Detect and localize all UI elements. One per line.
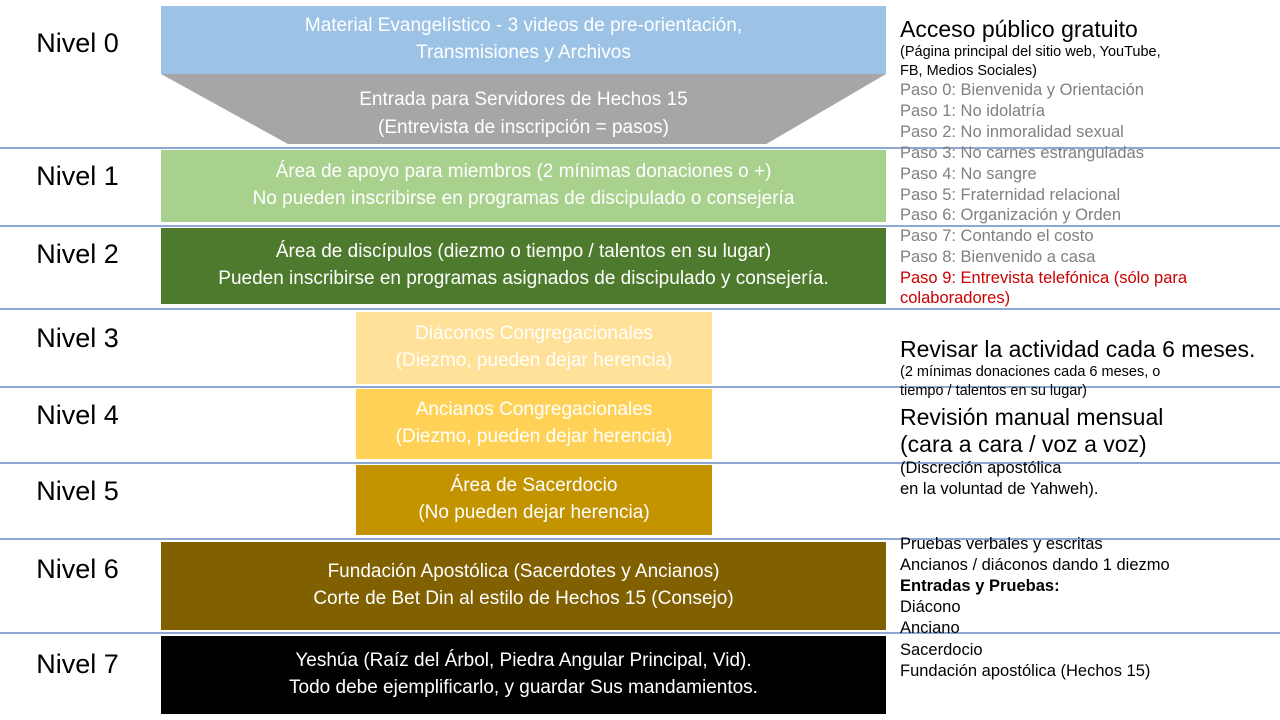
access-sub-line-2: FB, Medios Sociales) (900, 62, 1037, 79)
entries-item-1: Anciano (900, 619, 960, 638)
level-bar-1: Área de apoyo para miembros (2 mínimas d… (161, 150, 886, 222)
step-item-0: Paso 0: Bienvenida y Orientación (900, 81, 1144, 100)
step-item-5: Paso 5: Fraternidad relacional (900, 185, 1121, 204)
level-bar-1-line-2: No pueden inscribirse en programas de di… (252, 188, 795, 209)
step-item-8: Paso 8: Bienvenido a casa (900, 248, 1096, 267)
funnel-line-2: (Entrevista de inscripción = pasos) (378, 116, 669, 138)
proofs-line-1: Pruebas verbales y escritas (900, 535, 1103, 553)
level-bar-7-line-2: Todo debe ejemplificarlo, y guardar Sus … (289, 677, 758, 698)
level-bar-0: Material Evangelístico - 3 videos de pre… (161, 6, 886, 74)
level-label-2: Nivel 2 (36, 239, 119, 269)
step-item-9-line-1: Paso 9: Entrevista telefónica (sólo para (900, 268, 1188, 287)
level-bar-2-line-2: Pueden inscribirse en programas asignado… (218, 268, 829, 289)
entries-heading: Entradas y Pruebas: (900, 577, 1060, 596)
step-item-7: Paso 7: Contando el costo (900, 227, 1094, 246)
proofs-block: Pruebas verbales y escritas Ancianos / d… (900, 534, 1280, 682)
step-item-2: Paso 2: No inmoralidad sexual (900, 122, 1124, 141)
step-item-4: Paso 4: No sangre (900, 164, 1037, 183)
funnel-entry-shape: Entrada para Servidores de Hechos 15 (En… (161, 74, 886, 144)
level-bar-4: Ancianos Congregacionales (Diezmo, puede… (356, 389, 712, 459)
level-bar-7-line-1: Yeshúa (Raíz del Árbol, Piedra Angular P… (295, 650, 752, 672)
manual-review-heading-line-1: Revisión manual mensual (900, 404, 1164, 430)
separator-rule-3 (0, 386, 1280, 388)
level-bar-7: Yeshúa (Raíz del Árbol, Piedra Angular P… (161, 636, 886, 714)
review-block: Revisar la actividad cada 6 meses. (2 mí… (900, 336, 1280, 400)
level-bar-3: Diáconos Congregacionales (Diezmo, puede… (356, 312, 712, 384)
level-bar-5-line-2: (No pueden dejar herencia) (418, 502, 650, 523)
review-sub-line-1: (2 mínimas donaciones cada 6 meses, o (900, 364, 1161, 381)
level-bar-0-line-2: Transmisiones y Archivos (416, 42, 631, 63)
level-label-3: Nivel 3 (36, 323, 119, 353)
entries-item-0: Diácono (900, 598, 961, 617)
level-bar-1-line-1: Área de apoyo para miembros (2 mínimas d… (275, 161, 772, 183)
level-bar-3-line-1: Diáconos Congregacionales (415, 323, 653, 345)
review-sub-line-2: tiempo / talentos en su lugar) (900, 382, 1087, 399)
manual-review-sub-line-2: en la voluntad de Yahweh). (900, 480, 1099, 499)
level-bar-4-line-2: (Diezmo, pueden dejar herencia) (395, 426, 673, 447)
manual-review-sub-line-1: (Discreción apostólica (900, 459, 1062, 478)
level-label-4: Nivel 4 (36, 400, 119, 430)
separator-rule-0 (0, 147, 1280, 149)
level-bar-4-line-1: Ancianos Congregacionales (415, 399, 653, 421)
separator-rule-2 (0, 308, 1280, 310)
entries-item-3: Fundación apostólica (Hechos 15) (900, 661, 1151, 680)
funnel-line-1: Entrada para Servidores de Hechos 15 (359, 89, 688, 110)
review-heading: Revisar la actividad cada 6 meses. (900, 336, 1256, 362)
level-bar-2: Área de discípulos (diezmo o tiempo / ta… (161, 228, 886, 304)
access-heading: Acceso público gratuito (900, 16, 1138, 42)
access-sub-line-1: (Página principal del sitio web, YouTube… (900, 44, 1161, 61)
level-bar-0-line-1: Material Evangelístico - 3 videos de pre… (304, 15, 743, 37)
level-bar-6-line-2: Corte de Bet Din al estilo de Hechos 15 … (313, 588, 734, 609)
manual-review-heading-line-2: (cara a cara / voz a voz) (900, 431, 1147, 458)
separator-rule-1 (0, 225, 1280, 227)
level-label-0: Nivel 0 (36, 28, 119, 58)
level-bar-3-line-2: (Diezmo, pueden dejar herencia) (395, 350, 673, 371)
level-bar-6: Fundación Apostólica (Sacerdotes y Ancia… (161, 542, 886, 630)
step-item-9-line-2: colaboradores) (900, 289, 1011, 308)
separator-rule-5 (0, 538, 1280, 540)
level-label-6: Nivel 6 (36, 554, 119, 584)
step-item-3: Paso 3: No carnes estranguladas (900, 143, 1144, 162)
annotations-column: Acceso público gratuito (Página principa… (900, 16, 1280, 308)
step-item-6: Paso 6: Organización y Orden (900, 206, 1122, 225)
level-bar-6-line-1: Fundación Apostólica (Sacerdotes y Ancia… (327, 561, 720, 583)
proofs-line-2: Ancianos / diáconos dando 1 diezmo (900, 556, 1170, 575)
manual-review-block: Revisión manual mensual (cara a cara / v… (900, 404, 1280, 500)
separator-rule-6 (0, 632, 1280, 634)
entries-item-2: Sacerdocio (900, 640, 983, 659)
level-bar-5: Área de Sacerdocio (No pueden dejar here… (356, 465, 712, 535)
level-bar-2-line-1: Área de discípulos (diezmo o tiempo / ta… (275, 241, 772, 263)
step-item-1: Paso 1: No idolatría (900, 102, 1045, 121)
level-bar-5-line-1: Área de Sacerdocio (450, 475, 618, 497)
level-label-1: Nivel 1 (36, 161, 119, 191)
separator-rule-4 (0, 462, 1280, 464)
level-label-7: Nivel 7 (36, 649, 119, 679)
level-label-5: Nivel 5 (36, 476, 119, 506)
